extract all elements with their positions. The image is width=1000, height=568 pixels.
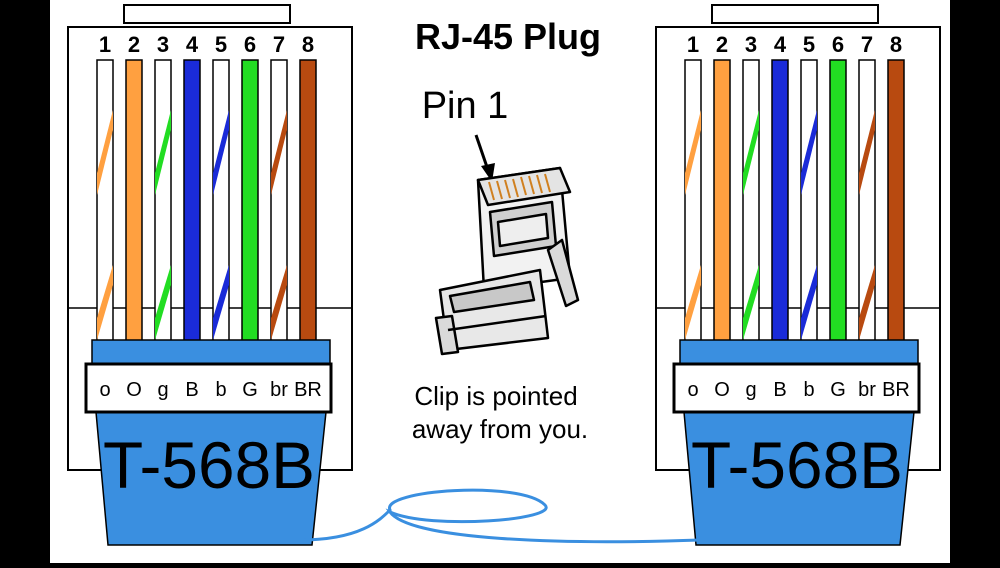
wire-code-5: b xyxy=(215,379,226,401)
wire-3-stripe-1 xyxy=(743,110,759,195)
diagram-title: RJ-45 Plug xyxy=(415,16,601,57)
standard-label: T-568B xyxy=(691,428,903,502)
wire-4-solid xyxy=(771,59,789,343)
wire-3-stripe-2 xyxy=(743,265,759,340)
wire-2 xyxy=(713,59,731,343)
pin-number-4: 4 xyxy=(774,32,787,57)
wire-8 xyxy=(887,59,905,343)
pin-number-5: 5 xyxy=(215,32,227,57)
pin1-arrow xyxy=(474,134,490,171)
pin-number-4: 4 xyxy=(186,32,199,57)
wire-8-solid xyxy=(299,59,317,343)
pin-number-7: 7 xyxy=(273,32,285,57)
patch-cable xyxy=(299,488,701,544)
wire-1 xyxy=(96,59,114,343)
wire-6 xyxy=(241,59,259,343)
clip-note-line-2: away from you. xyxy=(412,414,588,444)
connector-top-tab xyxy=(123,4,291,24)
wire-code-1: o xyxy=(687,379,698,401)
wire-code-7: br xyxy=(858,379,876,401)
pin1-label: Pin 1 xyxy=(422,85,509,127)
wire-code-3: g xyxy=(745,379,756,401)
pin-number-8: 8 xyxy=(302,32,314,57)
wire-5-stripe-2 xyxy=(213,265,229,340)
wire-5-stripe-2 xyxy=(801,265,817,340)
wire-5 xyxy=(800,59,818,343)
wire-7-stripe-1 xyxy=(859,110,875,195)
standard-label: T-568B xyxy=(103,428,315,502)
wire-code-8: BR xyxy=(294,379,322,401)
pin-number-7: 7 xyxy=(861,32,873,57)
wire-4-solid xyxy=(183,59,201,343)
wire-code-4: B xyxy=(185,379,198,401)
wire-6-solid xyxy=(241,59,259,343)
clip-note-line-1: Clip is pointed xyxy=(414,381,577,411)
wire-7-stripe-2 xyxy=(859,265,875,340)
wire-2-solid xyxy=(125,59,143,343)
wire-5-stripe-1 xyxy=(213,110,229,195)
wire-6-solid xyxy=(829,59,847,343)
wire-7 xyxy=(270,59,288,343)
pin-number-6: 6 xyxy=(832,32,844,57)
wire-code-strip xyxy=(672,362,921,414)
wire-3-stripe-2 xyxy=(155,265,171,340)
pin-number-2: 2 xyxy=(128,32,140,57)
wire-3 xyxy=(742,59,760,343)
wire-code-7: br xyxy=(270,379,288,401)
wire-4 xyxy=(183,59,201,343)
wire-7 xyxy=(858,59,876,343)
wire-code-8: BR xyxy=(882,379,910,401)
pin-number-6: 6 xyxy=(244,32,256,57)
wire-code-1: o xyxy=(99,379,110,401)
wire-6 xyxy=(829,59,847,343)
wire-8-solid xyxy=(887,59,905,343)
pin-number-2: 2 xyxy=(716,32,728,57)
pin-number-1: 1 xyxy=(687,32,699,57)
wire-code-strip xyxy=(84,362,333,414)
wire-8 xyxy=(299,59,317,343)
wire-code-3: g xyxy=(157,379,168,401)
pin-number-5: 5 xyxy=(803,32,815,57)
wire-1-stripe-1 xyxy=(97,110,113,195)
wire-code-2: O xyxy=(714,379,730,401)
wire-3 xyxy=(154,59,172,343)
wire-7-stripe-2 xyxy=(271,265,287,340)
wire-2 xyxy=(125,59,143,343)
wire-code-6: G xyxy=(830,379,846,401)
pin-number-8: 8 xyxy=(890,32,902,57)
connector-top-tab xyxy=(711,4,879,24)
wire-code-2: O xyxy=(126,379,142,401)
rj45-plug-illustration xyxy=(434,166,580,356)
pin-number-1: 1 xyxy=(99,32,111,57)
wire-4 xyxy=(771,59,789,343)
wire-code-5: b xyxy=(803,379,814,401)
pin-number-3: 3 xyxy=(157,32,169,57)
wire-5-stripe-1 xyxy=(801,110,817,195)
pin-number-3: 3 xyxy=(745,32,757,57)
wire-1-stripe-2 xyxy=(97,265,113,340)
wire-7-stripe-1 xyxy=(271,110,287,195)
wire-1-stripe-1 xyxy=(685,110,701,195)
wire-1 xyxy=(684,59,702,343)
wire-code-6: G xyxy=(242,379,258,401)
wire-5 xyxy=(212,59,230,343)
wire-3-stripe-1 xyxy=(155,110,171,195)
wire-2-solid xyxy=(713,59,731,343)
wire-code-4: B xyxy=(773,379,786,401)
wire-1-stripe-2 xyxy=(685,265,701,340)
